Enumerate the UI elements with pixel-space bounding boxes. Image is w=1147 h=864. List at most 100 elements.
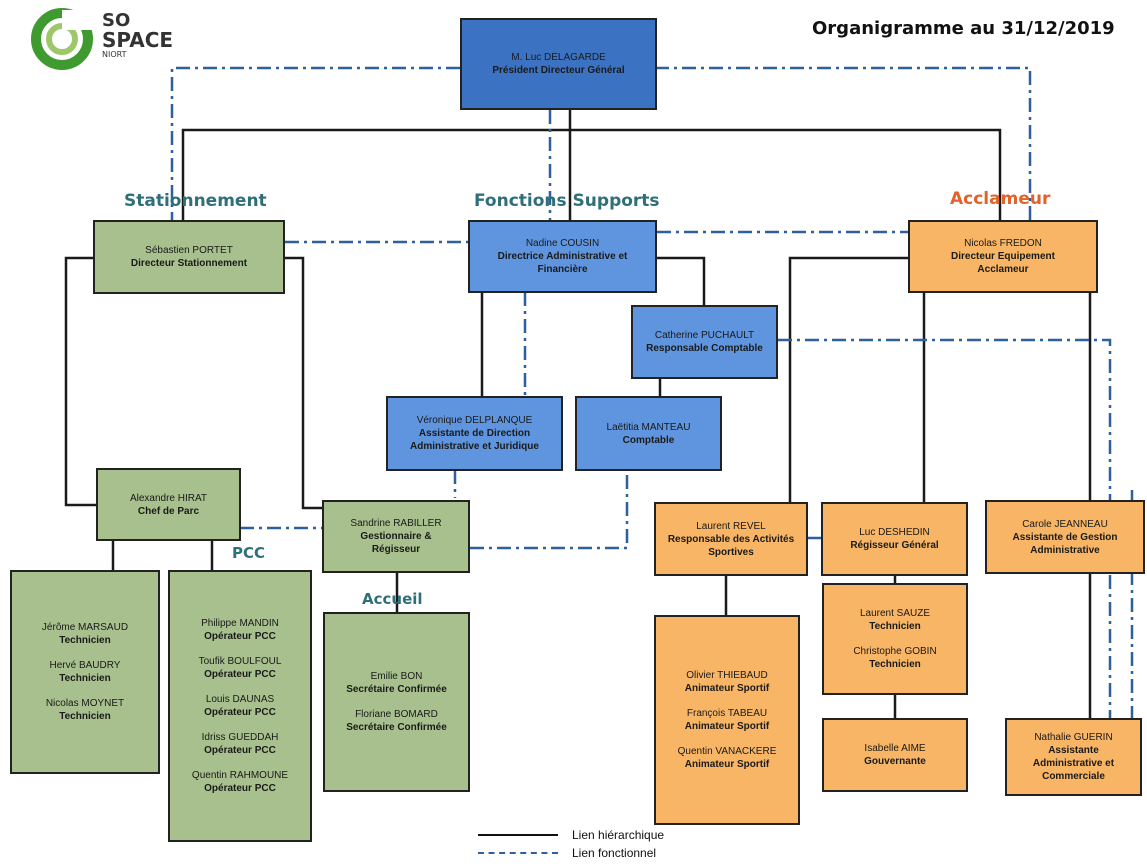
person-name: Catherine PUCHAULT [654, 330, 755, 341]
person-name: Laurent REVEL [696, 520, 766, 532]
box-directrice-administrative: Nadine COUSIN Directrice Administrative … [468, 220, 657, 293]
person-name: Nadine COUSIN [525, 238, 600, 249]
box-assistante-gestion: Carole JEANNEAU Assistante de Gestion Ad… [985, 500, 1145, 574]
person-name: Hervé BAUDRY [49, 660, 121, 671]
person-role: Opérateur PCC [204, 669, 276, 680]
group-member: François TABEAU Animateur Sportif [685, 707, 769, 733]
box-assistante-commerciale: Nathalie GUERIN Assistante Administrativ… [1005, 718, 1142, 796]
person-role: Technicien [869, 621, 921, 632]
group-member: Floriane BOMARD Secrétaire Confirmée [346, 708, 447, 734]
group-member: Toufik BOULFOUL Opérateur PCC [199, 655, 282, 681]
group-member: Nicolas MOYNET Technicien [46, 697, 124, 723]
person-name: Sébastien PORTET [145, 245, 233, 256]
legend-item-fonctionnel: Lien fonctionnel [478, 844, 664, 862]
person-name: Nicolas FREDON [964, 238, 1042, 249]
person-role: Assistante de Direction Administrative e… [410, 428, 539, 452]
person-role: Technicien [59, 635, 111, 646]
person-name: Carole JEANNEAU [1022, 518, 1108, 530]
person-name: Véronique DELPLANQUE [416, 415, 533, 426]
person-name: Nicolas MOYNET [45, 698, 125, 709]
group-member: Philippe MANDIN Opérateur PCC [201, 617, 279, 643]
logo-text-so: SO [102, 10, 131, 31]
group-member: Jérôme MARSAUD Technicien [42, 621, 128, 647]
person-name: Laëtitia MANTEAU [606, 421, 691, 433]
person-role: Technicien [59, 673, 111, 684]
logo-ring-icon [31, 8, 94, 70]
box-comptable: Laëtitia MANTEAU Comptable [575, 396, 722, 471]
group-member: Quentin VANACKERE Animateur Sportif [678, 745, 777, 771]
person-role: Secrétaire Confirmée [346, 722, 447, 733]
box-directeur-stationnement: Sébastien PORTET Directeur Stationnement [93, 220, 285, 294]
person-role: Directrice Administrative et Financière [497, 251, 628, 275]
group-member: Laurent SAUZE Technicien [860, 607, 930, 633]
person-name: Idriss GUEDDAH [201, 732, 279, 743]
person-name: M. Luc DELAGARDE [511, 52, 606, 63]
person-role: Opérateur PCC [204, 783, 276, 794]
person-name: François TABEAU [686, 708, 768, 719]
person-role: Opérateur PCC [204, 707, 276, 718]
legend-item-hierarchique: Lien hiérarchique [478, 826, 664, 844]
person-name: Toufik BOULFOUL [198, 656, 282, 667]
person-name: Christophe GOBIN [853, 646, 937, 657]
box-group-techniciens-acclameur: Laurent SAUZE Technicien Christophe GOBIN… [822, 583, 968, 695]
person-role: Comptable [622, 434, 675, 446]
solid-line-swatch [478, 834, 558, 836]
person-role: Gouvernante [864, 756, 926, 767]
person-name: Isabelle AIME [864, 743, 926, 754]
person-role: Responsable des Activités Sportives [667, 533, 795, 558]
person-name: Floriane BOMARD [355, 709, 438, 720]
box-group-animateurs: Olivier THIEBAUD Animateur Sportif Franço… [654, 615, 800, 825]
person-name: Quentin VANACKERE [677, 746, 777, 757]
section-label-acclameur: Acclameur [950, 189, 1051, 209]
person-role: Technicien [59, 711, 111, 722]
functional-links [170, 66, 1134, 720]
section-label-fonctions-supports: Fonctions Supports [474, 191, 660, 211]
box-gestionnaire-regisseur: Sandrine RABILLER Gestionnaire & Régisse… [322, 500, 470, 573]
person-role: Directeur Stationnement [130, 258, 248, 269]
legend: Lien hiérarchique Lien fonctionnel [478, 826, 664, 862]
person-role: Responsable Comptable [646, 343, 763, 354]
person-name: Olivier THIEBAUD [686, 670, 768, 681]
logo-text-niort: NIORT [102, 50, 127, 59]
box-gouvernante: Isabelle AIME Gouvernante [822, 718, 968, 792]
box-group-techniciens-parc: Jérôme MARSAUD Technicien Hervé BAUDRY Tec… [10, 570, 160, 774]
person-name: Louis DAUNAS [205, 694, 275, 705]
person-name: Laurent SAUZE [859, 608, 931, 619]
person-name: Jérôme MARSAUD [41, 622, 129, 633]
legend-label: Lien fonctionnel [572, 846, 657, 860]
group-member: Olivier THIEBAUD Animateur Sportif [685, 669, 769, 695]
box-assistante-direction: Véronique DELPLANQUE Assistante de Direc… [386, 396, 563, 471]
person-role: Animateur Sportif [684, 721, 770, 732]
person-name: Philippe MANDIN [201, 618, 279, 629]
section-label-stationnement: Stationnement [124, 191, 267, 211]
person-name: Sandrine RABILLER [350, 518, 442, 529]
box-president: M. Luc DELAGARDE Président Directeur Gén… [460, 18, 657, 110]
box-directeur-acclameur: Nicolas FREDON Directeur Equipement Accl… [908, 220, 1098, 293]
person-role: Assistante de Gestion Administrative [1012, 531, 1118, 556]
person-role: Chef de Parc [137, 505, 200, 517]
section-label-accueil: Accueil [362, 590, 423, 608]
person-name: Emilie BON [370, 671, 423, 682]
legend-label: Lien hiérarchique [572, 828, 665, 842]
person-role: Opérateur PCC [204, 631, 276, 642]
person-role: Animateur Sportif [684, 759, 770, 770]
box-responsable-activites: Laurent REVEL Responsable des Activités … [654, 502, 808, 576]
hierarchical-links [64, 110, 1092, 720]
person-role: Gestionnaire & Régisseur [360, 531, 432, 555]
dashed-line-swatch [478, 852, 558, 854]
person-role: Régisseur Général [850, 540, 939, 551]
page-title: Organigramme au 31/12/2019 [812, 18, 1115, 39]
person-name: Alexandre HIRAT [129, 492, 208, 504]
box-group-pcc: Philippe MANDIN Opérateur PCC Toufik BOUL… [168, 570, 312, 842]
person-role: Animateur Sportif [684, 683, 770, 694]
person-role: Directeur Equipement Acclameur [951, 251, 1055, 275]
section-label-pcc: PCC [232, 544, 266, 562]
person-role: Assistante Administrative et Commerciale [1032, 745, 1115, 782]
logo-text-space: SPACE [102, 28, 174, 52]
